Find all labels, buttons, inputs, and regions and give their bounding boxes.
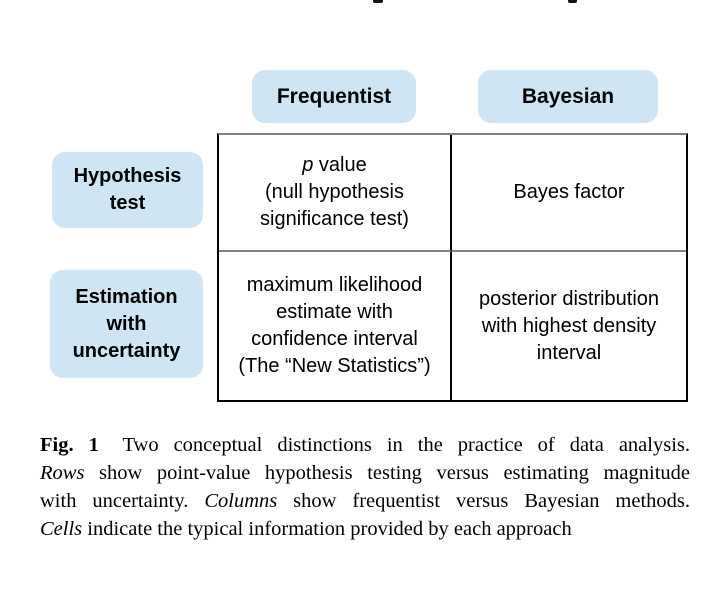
row-header-line: uncertainty bbox=[72, 339, 181, 362]
cell-line: (The “New Statistics”) bbox=[238, 355, 431, 377]
cell-line: interval bbox=[536, 341, 602, 364]
row-header-line: test bbox=[109, 192, 146, 214]
caption-italic-word: Cells bbox=[40, 518, 83, 540]
cell-line: (null hypothesis bbox=[265, 181, 404, 203]
caption-fig-number: Fig. 1 bbox=[40, 434, 99, 456]
caption-italic-word: Columns bbox=[204, 490, 278, 512]
cell-line: significance test) bbox=[260, 208, 409, 230]
row-header-line: Hypothesis bbox=[73, 165, 182, 187]
column-header-bayesian-label: Bayesian bbox=[521, 84, 615, 108]
column-header-bayesian: Bayesian bbox=[478, 70, 658, 123]
cell-line: confidence interval bbox=[251, 328, 418, 350]
caption-line: with uncertainty. Columns show frequenti… bbox=[40, 490, 690, 512]
row-header-line: with bbox=[106, 312, 147, 335]
figure-caption: Fig. 1 Two conceptual distinctions in th… bbox=[40, 431, 690, 543]
cropped-descender-fragment-left bbox=[373, 0, 383, 3]
cell-bayesian-estimation: posterior distribution with highest dens… bbox=[452, 252, 686, 400]
caption-italic-word: Rows bbox=[40, 462, 85, 484]
cell-frequentist-estimation: maximum likelihood estimate with confide… bbox=[219, 252, 452, 400]
row-header-estimation-with-uncertainty: Estimation with uncertainty bbox=[50, 270, 203, 378]
column-header-frequentist: Frequentist bbox=[252, 70, 416, 123]
cell-bayesian-hypothesis-test: Bayes factor bbox=[452, 135, 686, 252]
cell-line: Bayes factor bbox=[513, 181, 625, 203]
caption-line: Rows show point-value hypothesis testing… bbox=[40, 462, 690, 484]
cell-frequentist-hypothesis-test: p value (null hypothesis significance te… bbox=[219, 135, 452, 252]
cell-line: posterior distribution bbox=[478, 287, 660, 310]
cell-line: p value bbox=[302, 154, 367, 176]
column-header-frequentist-label: Frequentist bbox=[276, 84, 392, 108]
cell-line: with highest density bbox=[481, 314, 657, 337]
row-header-line: Estimation bbox=[75, 285, 178, 308]
cell-line: estimate with bbox=[276, 301, 393, 323]
caption-line: Cells indicate the typical information p… bbox=[40, 518, 572, 540]
comparison-matrix: p value (null hypothesis significance te… bbox=[217, 133, 688, 402]
cropped-descender-fragment-right bbox=[568, 0, 577, 3]
row-header-hypothesis-test: Hypothesis test bbox=[52, 152, 203, 228]
italic-p: p bbox=[302, 154, 314, 176]
cell-line: maximum likelihood bbox=[246, 274, 423, 296]
caption-line: Fig. 1 Two conceptual distinctions in th… bbox=[40, 434, 690, 456]
